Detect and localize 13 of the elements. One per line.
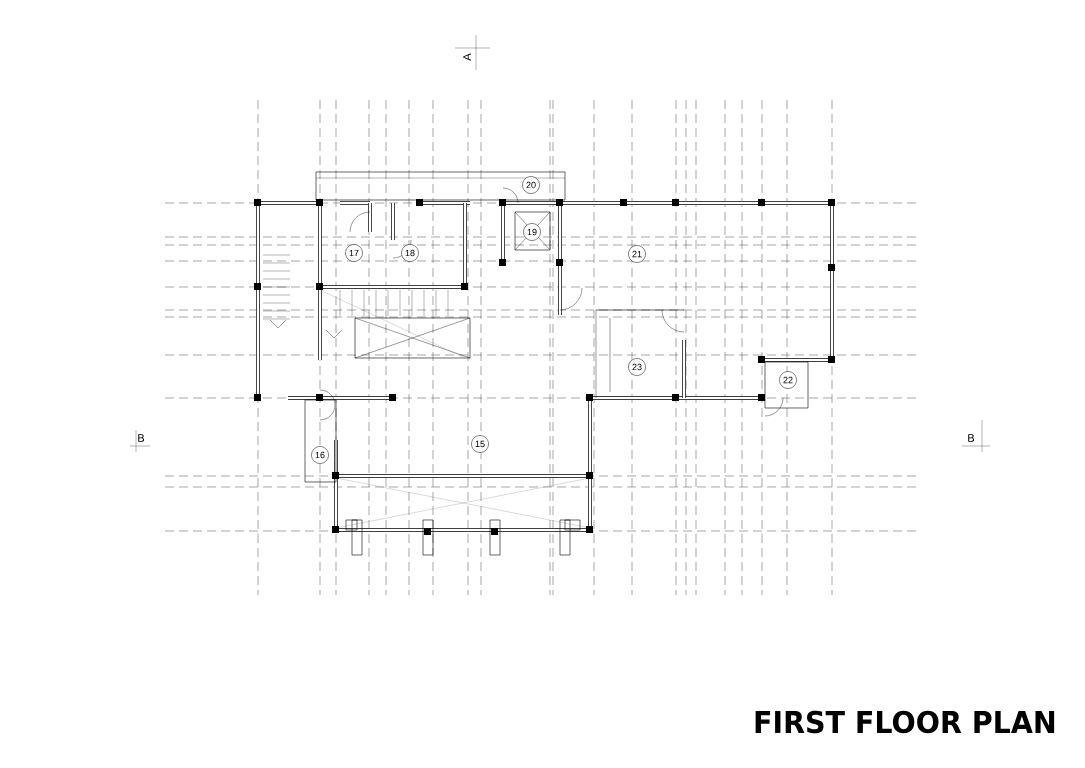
room-number: 18 <box>401 244 419 262</box>
section-mark: B <box>968 434 975 442</box>
room-number: 17 <box>345 244 363 262</box>
room-number: 15 <box>471 435 489 453</box>
room-number: 21 <box>628 245 646 263</box>
room-number: 20 <box>522 176 540 194</box>
room-number: 23 <box>628 358 646 376</box>
room-number: 19 <box>523 223 541 241</box>
section-mark: A <box>463 53 471 61</box>
room-number: 22 <box>779 371 797 389</box>
title: FIRST FLOOR PLAN <box>755 710 1055 734</box>
room-number: 16 <box>311 446 329 464</box>
section-mark: B <box>138 434 145 442</box>
